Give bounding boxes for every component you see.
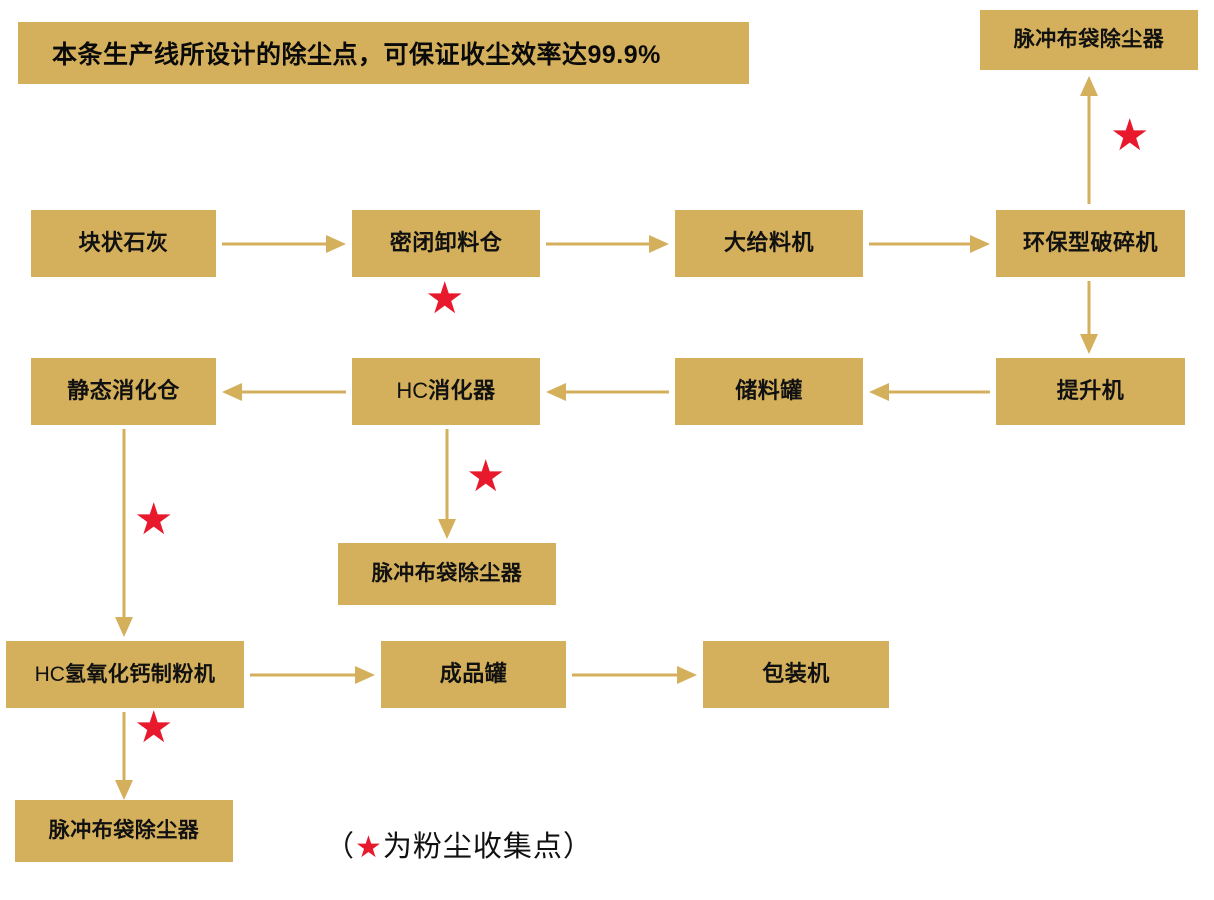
arrow-static-to-powder [115, 429, 133, 637]
arrow-elevator-to-storage [869, 383, 990, 401]
arrow-bin-to-feeder [546, 235, 669, 253]
star-icon-static-digest: ★ [134, 495, 174, 544]
legend-close-paren: ） [562, 831, 593, 863]
star-icon-sealed-bin: ★ [425, 274, 465, 323]
legend-open-paren: （ [325, 831, 356, 863]
arrow-lime-to-bin [222, 235, 346, 253]
node-label: 储料罐 [735, 378, 803, 404]
node-label: 密闭卸料仓 [389, 230, 503, 256]
node-dust-mid[interactable]: 脉冲布袋除尘器 [338, 543, 556, 605]
star-icon-hc-digester: ★ [466, 452, 506, 501]
arrow-hc-to-static [222, 383, 346, 401]
node-label: 消化器 [428, 378, 496, 404]
node-static-digest[interactable]: 静态消化仓 [31, 358, 216, 425]
node-lump-lime[interactable]: 块状石灰 [31, 210, 216, 277]
node-label: 脉冲布袋除尘器 [48, 819, 200, 843]
node-label: 脉冲布袋除尘器 [1013, 28, 1165, 52]
node-label: 成品罐 [439, 661, 508, 687]
node-big-feeder[interactable]: 大给料机 [675, 210, 863, 277]
node-eco-crusher[interactable]: 环保型破碎机 [996, 210, 1185, 277]
arrow-finished-to-packer [572, 666, 697, 684]
arrow-powder-to-finished [250, 666, 375, 684]
arrow-feeder-to-crusher [869, 235, 990, 253]
node-label: 脉冲布袋除尘器 [371, 562, 523, 586]
node-label-prefix: HC [396, 378, 429, 404]
node-label: 氢氧化钙制粉机 [64, 662, 216, 686]
node-storage-tank[interactable]: 储料罐 [675, 358, 863, 425]
star-icon-crusher: ★ [1110, 111, 1150, 160]
title-banner: 本条生产线所设计的除尘点，可保证收尘效率达99.9% [18, 22, 749, 84]
arrow-hc-to-dustmid [438, 429, 456, 539]
node-label: 大给料机 [723, 230, 814, 256]
node-packer[interactable]: 包装机 [703, 641, 889, 708]
star-icon-powder: ★ [134, 703, 174, 752]
node-dust-bottom[interactable]: 脉冲布袋除尘器 [15, 800, 233, 862]
arrow-storage-to-hc [546, 383, 669, 401]
node-label: 包装机 [762, 661, 830, 687]
node-finished-tank[interactable]: 成品罐 [381, 641, 566, 708]
node-label: 环保型破碎机 [1022, 230, 1158, 256]
node-label: 提升机 [1056, 378, 1125, 404]
node-elevator[interactable]: 提升机 [996, 358, 1185, 425]
node-label: 静态消化仓 [67, 378, 180, 404]
node-label-prefix: HC [34, 662, 65, 686]
title-banner-text: 本条生产线所设计的除尘点，可保证收尘效率达99.9% [52, 41, 661, 69]
legend-text: 为粉尘收集点 [382, 831, 563, 863]
legend: （★为粉尘收集点） [325, 823, 593, 865]
node-dust-top-right[interactable]: 脉冲布袋除尘器 [980, 10, 1198, 70]
arrow-crusher-to-dust-top [1080, 76, 1098, 204]
legend-star-icon: ★ [355, 831, 383, 864]
node-sealed-bin[interactable]: 密闭卸料仓 [352, 210, 540, 277]
node-label: 块状石灰 [78, 230, 169, 256]
arrow-crusher-to-elevator [1080, 281, 1098, 354]
arrow-powder-to-dustbottom [115, 712, 133, 800]
